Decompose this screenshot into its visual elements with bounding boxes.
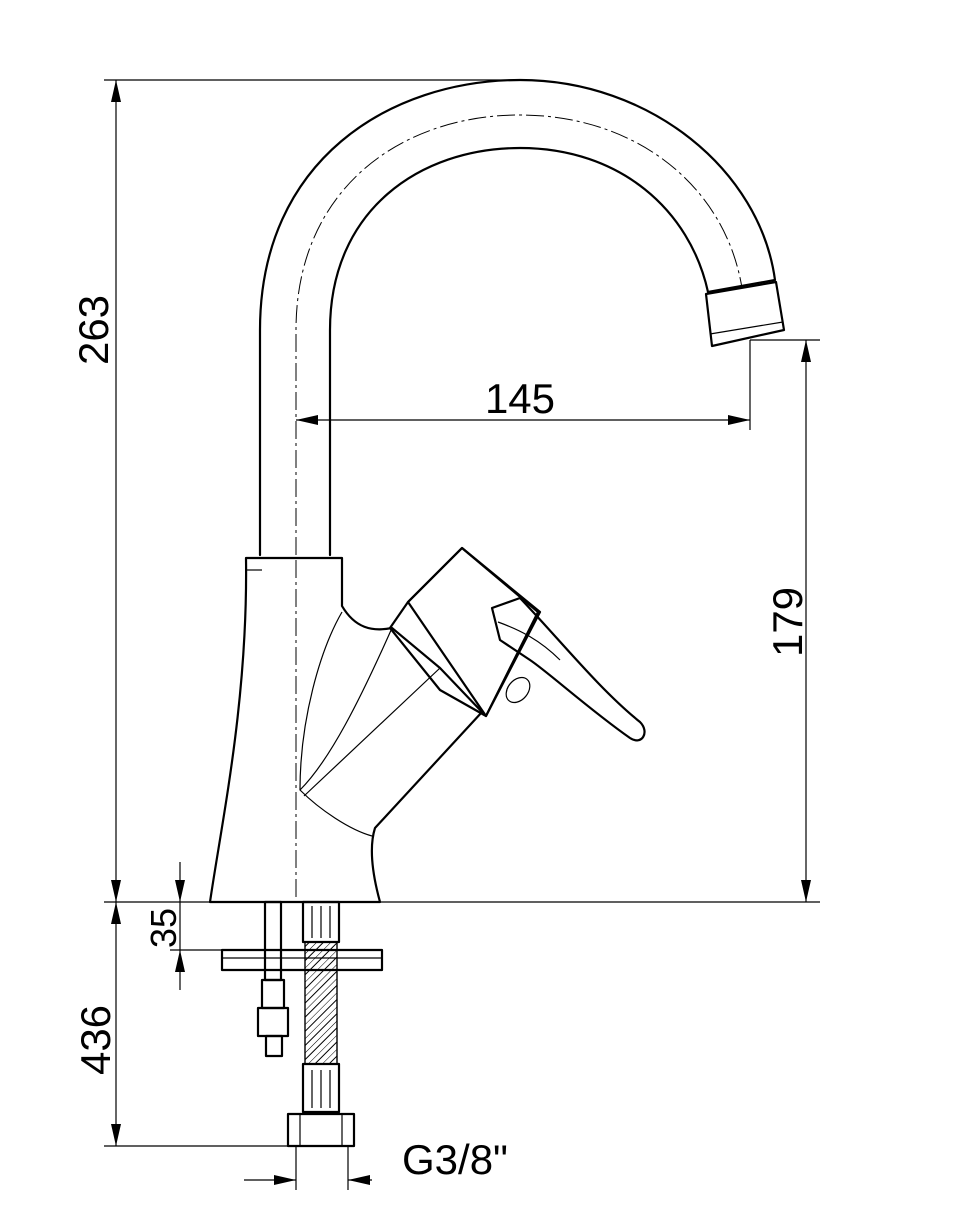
aerator bbox=[704, 280, 786, 348]
lever-handle bbox=[388, 546, 646, 742]
dim-label-total-height: 263 bbox=[70, 295, 117, 365]
dim-label-base-thickness: 35 bbox=[143, 908, 184, 948]
dimension-spout-reach: 145 bbox=[296, 340, 751, 430]
dimension-thread-size: G3/8" bbox=[244, 1136, 508, 1190]
hose-connector-bottom bbox=[301, 1062, 341, 1114]
dimension-hose-length: 436 bbox=[72, 902, 288, 1147]
dim-label-spout-height: 179 bbox=[764, 587, 811, 657]
base-plate bbox=[220, 948, 384, 972]
mounting-parts bbox=[210, 900, 384, 1148]
hose-nut bbox=[286, 1112, 356, 1148]
dimension-spout-height: 179 bbox=[380, 339, 820, 903]
faucet-body bbox=[208, 556, 484, 904]
dim-label-thread-size: G3/8" bbox=[402, 1136, 508, 1183]
threaded-rod bbox=[263, 900, 283, 982]
dim-label-spout-reach: 145 bbox=[485, 375, 555, 422]
dimension-base-thickness: 35 bbox=[143, 862, 222, 990]
dimension-total-height: 263 bbox=[70, 79, 520, 903]
dim-label-hose-length: 436 bbox=[72, 1005, 119, 1075]
braided-hose bbox=[304, 941, 338, 1065]
spout bbox=[258, 78, 786, 557]
